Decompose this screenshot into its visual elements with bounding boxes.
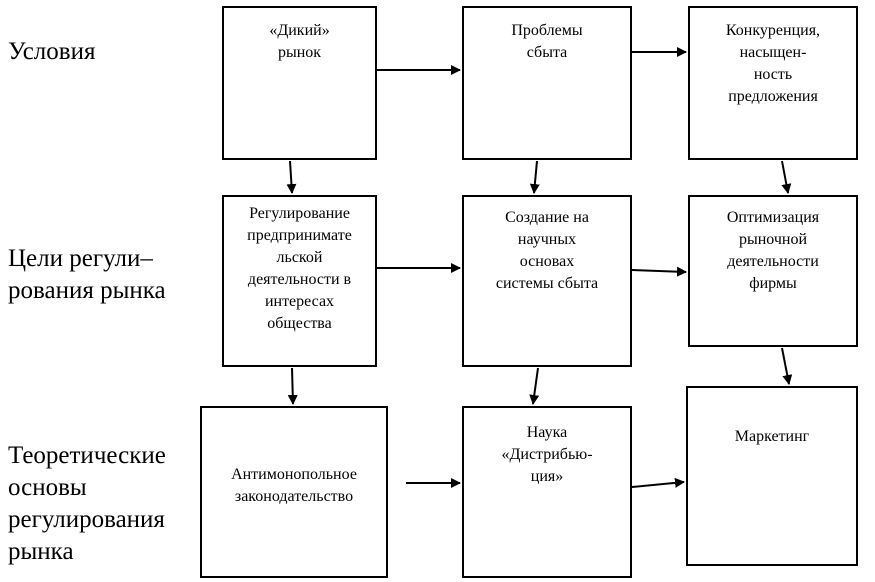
box-marketing-text: Маркетинг [734, 428, 810, 445]
box-optimization-text: Оптимизация рыночной деятельности фирмы [726, 209, 820, 292]
box-sales-problems-text: Проблемы сбыта [511, 22, 583, 61]
box-wild-market: «Дикий» рынок [222, 6, 377, 160]
box-sales-problems: Проблемы сбыта [462, 6, 632, 160]
box-competition-text: Конкуренция, насыщен- ность предложения [725, 22, 821, 105]
arrow-optimization-to-marketing [781, 347, 793, 385]
arrow-system-to-distribution [529, 367, 540, 405]
box-antimonopoly-text: Антимонопольное законодательство [231, 466, 357, 505]
arrow-regulation-to-antimonopoly [287, 367, 298, 405]
box-regulation: Регулирование предпринимате льской деяте… [222, 195, 377, 367]
arrow-competition-to-optimization [781, 160, 792, 194]
box-marketing: Маркетинг [686, 386, 858, 566]
row-label-goals: Цели регули– рования рынка [8, 245, 166, 304]
box-optimization: Оптимизация рыночной деятельности фирмы [688, 195, 858, 347]
box-distribution-text: Наука «Дистрибью- ция» [501, 424, 593, 485]
box-distribution: Наука «Дистрибью- ция» [462, 406, 632, 578]
box-regulation-text: Регулирование предпринимате льской деяте… [247, 205, 352, 332]
box-competition: Конкуренция, насыщен- ность предложения [688, 6, 858, 160]
box-antimonopoly: Антимонопольное законодательство [200, 406, 388, 578]
arrow-problems-to-system [529, 160, 540, 194]
row-label-conditions: Условия [8, 38, 96, 65]
arrow-system-to-optimization [631, 266, 687, 277]
row-label-theory: Теоретические основы регулирования рынка [8, 442, 166, 565]
box-sales-system-text: Создание на научных основах системы сбыт… [495, 209, 599, 292]
arrow-distribution-to-marketing [631, 477, 685, 488]
arrow-wild-to-regulation [286, 160, 297, 194]
box-wild-market-text: «Дикий» рынок [269, 22, 330, 61]
box-sales-system: Создание на научных основах системы сбыт… [462, 195, 632, 367]
